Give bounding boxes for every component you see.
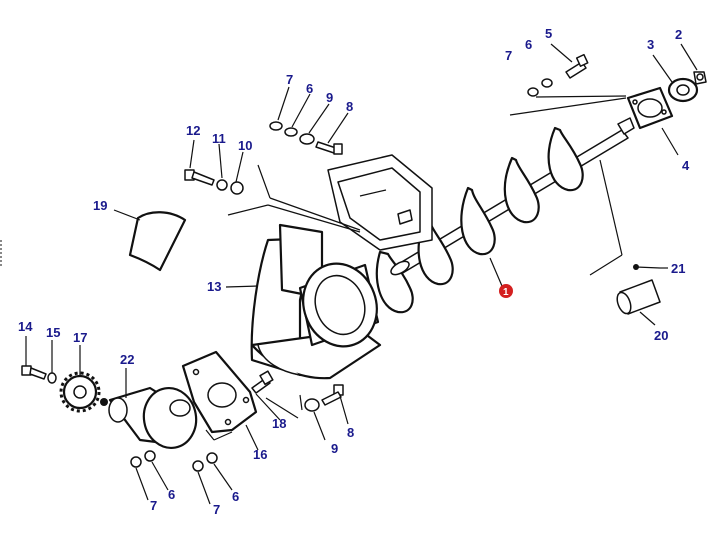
sprocket-17[interactable]: [59, 371, 101, 413]
washer-6[interactable]: [541, 78, 553, 88]
callout-7: 7: [286, 72, 293, 87]
bearing-flange[interactable]: [626, 86, 674, 130]
callout-9: 9: [326, 90, 333, 105]
callout-8: 8: [347, 425, 354, 440]
bolt-5[interactable]: [565, 53, 589, 79]
washer-10[interactable]: [230, 181, 244, 195]
callout-12: 12: [186, 123, 200, 138]
bolt-8[interactable]: [321, 384, 344, 406]
trough-plate: [327, 154, 433, 251]
callout-22: 22: [120, 352, 134, 367]
callout-21: 21: [671, 261, 685, 276]
mount-plate-16[interactable]: [181, 350, 258, 434]
left-edge-marker: [0, 240, 2, 266]
auger-assembly[interactable]: [375, 117, 635, 314]
cover-plate-19[interactable]: [128, 211, 187, 272]
washer-9[interactable]: [304, 398, 320, 412]
washer-6[interactable]: [284, 127, 298, 137]
callout-3: 3: [647, 37, 654, 52]
leader-lines: [25, 43, 698, 505]
callout-6: 6: [168, 487, 175, 502]
nut-7[interactable]: [269, 121, 283, 131]
shaft-hub: [390, 260, 410, 276]
bolt-18[interactable]: [251, 370, 274, 394]
callout-15: 15: [46, 325, 60, 340]
callout-13: 13: [207, 279, 221, 294]
callout-16: 16: [253, 447, 267, 462]
callout-6: 6: [232, 489, 239, 504]
housing[interactable]: [250, 223, 389, 380]
auger-flight: [547, 126, 584, 192]
washer-15[interactable]: [47, 372, 57, 384]
nut-7[interactable]: [130, 456, 142, 468]
callout-18: 18: [272, 416, 286, 431]
callout-19: 19: [93, 198, 107, 213]
callout-11: 11: [212, 131, 226, 146]
gearbox-22[interactable]: [100, 384, 201, 452]
nut-7[interactable]: [527, 87, 539, 97]
pin-21[interactable]: [633, 264, 661, 270]
callout-7: 7: [150, 498, 157, 513]
callout-10: 10: [238, 138, 252, 153]
washer-9[interactable]: [299, 133, 315, 145]
washer-6[interactable]: [206, 452, 218, 464]
lock-nut[interactable]: [693, 71, 707, 85]
bolt-12[interactable]: [184, 169, 215, 186]
callout-9: 9: [331, 441, 338, 456]
sleeve-20[interactable]: [615, 279, 661, 315]
callout-2: 2: [675, 27, 682, 42]
auger-flight: [503, 156, 540, 224]
washer-6[interactable]: [144, 450, 156, 462]
auger-flight: [460, 186, 496, 256]
callout-7: 7: [213, 502, 220, 517]
callout-6: 6: [525, 37, 532, 52]
callout-14: 14: [18, 319, 33, 334]
callout-20: 20: [654, 328, 668, 343]
nut-7[interactable]: [192, 460, 204, 472]
callout-17: 17: [73, 330, 87, 345]
callout-labels: 2 3 4 5 6 7 7 6 9 8 12 11 10 19 13 21 20…: [18, 26, 690, 517]
shaft-end: [617, 117, 635, 135]
callout-1: 1: [503, 287, 509, 298]
callout-1-badge[interactable]: 1: [499, 284, 513, 298]
bolt-14[interactable]: [21, 365, 47, 380]
callout-8: 8: [346, 99, 353, 114]
callout-4: 4: [682, 158, 690, 173]
callout-7: 7: [505, 48, 512, 63]
callout-5: 5: [545, 26, 552, 41]
flange-plate[interactable]: [667, 77, 699, 103]
bolt-8[interactable]: [315, 141, 343, 155]
washer-11[interactable]: [216, 179, 228, 191]
callout-6: 6: [306, 81, 313, 96]
